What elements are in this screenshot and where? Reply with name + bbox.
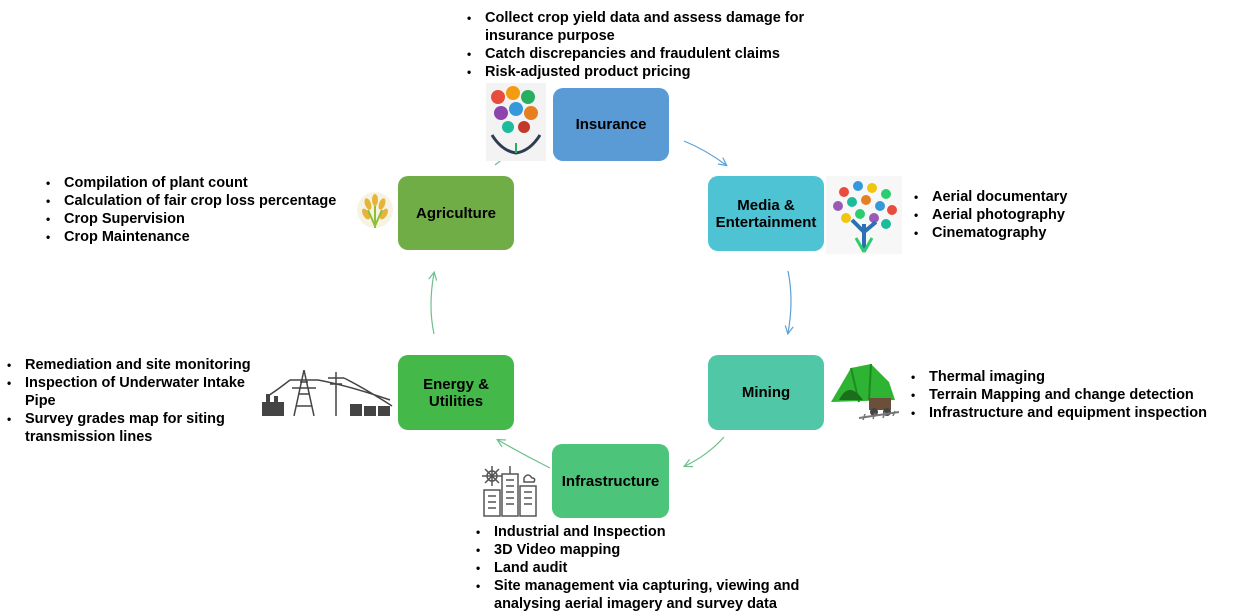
arrow-insurance-to-media	[683, 140, 726, 165]
mining-bullet-item: Terrain Mapping and change detection	[911, 386, 1241, 404]
infrastructure-bullet-item: 3D Video mapping	[476, 541, 846, 559]
power-tower-icon	[262, 369, 393, 417]
insurance-bullet-item: Collect crop yield data and assess damag…	[467, 9, 837, 45]
infrastructure-bullets: Industrial and Inspection3D Video mappin…	[476, 523, 846, 613]
infrastructure-bullet-item: Land audit	[476, 559, 846, 577]
agriculture-bullet-item: Crop Maintenance	[46, 228, 366, 246]
infrastructure-bullet-item: Industrial and Inspection	[476, 523, 846, 541]
mining-bullet-item: Thermal imaging	[911, 368, 1241, 386]
media-entertainment-node: Media & Entertainment	[708, 176, 824, 251]
energy-bullet-item: Remediation and site monitoring	[7, 356, 267, 374]
agriculture-bullet-item: Calculation of fair crop loss percentage	[46, 192, 366, 210]
energy-label-line1: Energy &	[423, 375, 489, 393]
arrow-energy-to-agriculture	[431, 273, 434, 335]
energy-bullets: Remediation and site monitoringInspectio…	[7, 356, 267, 446]
insurance-bullet-item: Catch discrepancies and fraudulent claim…	[467, 45, 837, 63]
energy-bullet-item: Inspection of Underwater Intake Pipe	[7, 374, 267, 410]
mining-bullets: Thermal imagingTerrain Mapping and chang…	[911, 368, 1241, 422]
energy-bullet-item: Survey grades map for siting transmissio…	[7, 410, 267, 446]
media-label-line2: Entertainment	[715, 213, 817, 231]
infrastructure-node: Infrastructure	[552, 444, 669, 518]
insurance-bullet-item: Risk-adjusted product pricing	[467, 63, 837, 81]
agriculture-bullet-item: Compilation of plant count	[46, 174, 366, 192]
insurance-label: Insurance	[575, 116, 647, 133]
arrow-media-to-mining	[788, 270, 791, 333]
insurance-hands-icon	[486, 83, 546, 161]
agriculture-label: Agriculture	[415, 204, 496, 222]
agriculture-node: Agriculture	[398, 176, 514, 250]
city-buildings-icon	[482, 466, 537, 517]
media-tree-icon	[826, 176, 902, 254]
mining-cart-icon	[831, 363, 900, 421]
agriculture-bullet-item: Crop Supervision	[46, 210, 366, 228]
infrastructure-bullet-item: Site management via capturing, viewing a…	[476, 577, 846, 613]
mining-node: Mining	[708, 355, 824, 430]
infrastructure-label: Infrastructure	[561, 472, 660, 490]
energy-utilities-node: Energy & Utilities	[398, 355, 514, 430]
mining-label: Mining	[741, 384, 791, 401]
media-label-line1: Media &	[737, 196, 795, 214]
media-bullets: Aerial documentaryAerial photographyCine…	[914, 188, 1114, 242]
arrow-infrastructure-to-energy	[498, 440, 551, 469]
insurance-node: Insurance	[553, 88, 669, 161]
agriculture-bullets: Compilation of plant countCalculation of…	[46, 174, 366, 246]
media-bullet-item: Aerial documentary	[914, 188, 1114, 206]
media-bullet-item: Cinematography	[914, 224, 1114, 242]
arrow-mining-to-infrastructure	[685, 436, 725, 466]
mining-bullet-item: Infrastructure and equipment inspection	[911, 404, 1241, 422]
energy-label-line2: Utilities	[428, 392, 484, 410]
media-bullet-item: Aerial photography	[914, 206, 1114, 224]
insurance-bullets: Collect crop yield data and assess damag…	[467, 9, 837, 81]
